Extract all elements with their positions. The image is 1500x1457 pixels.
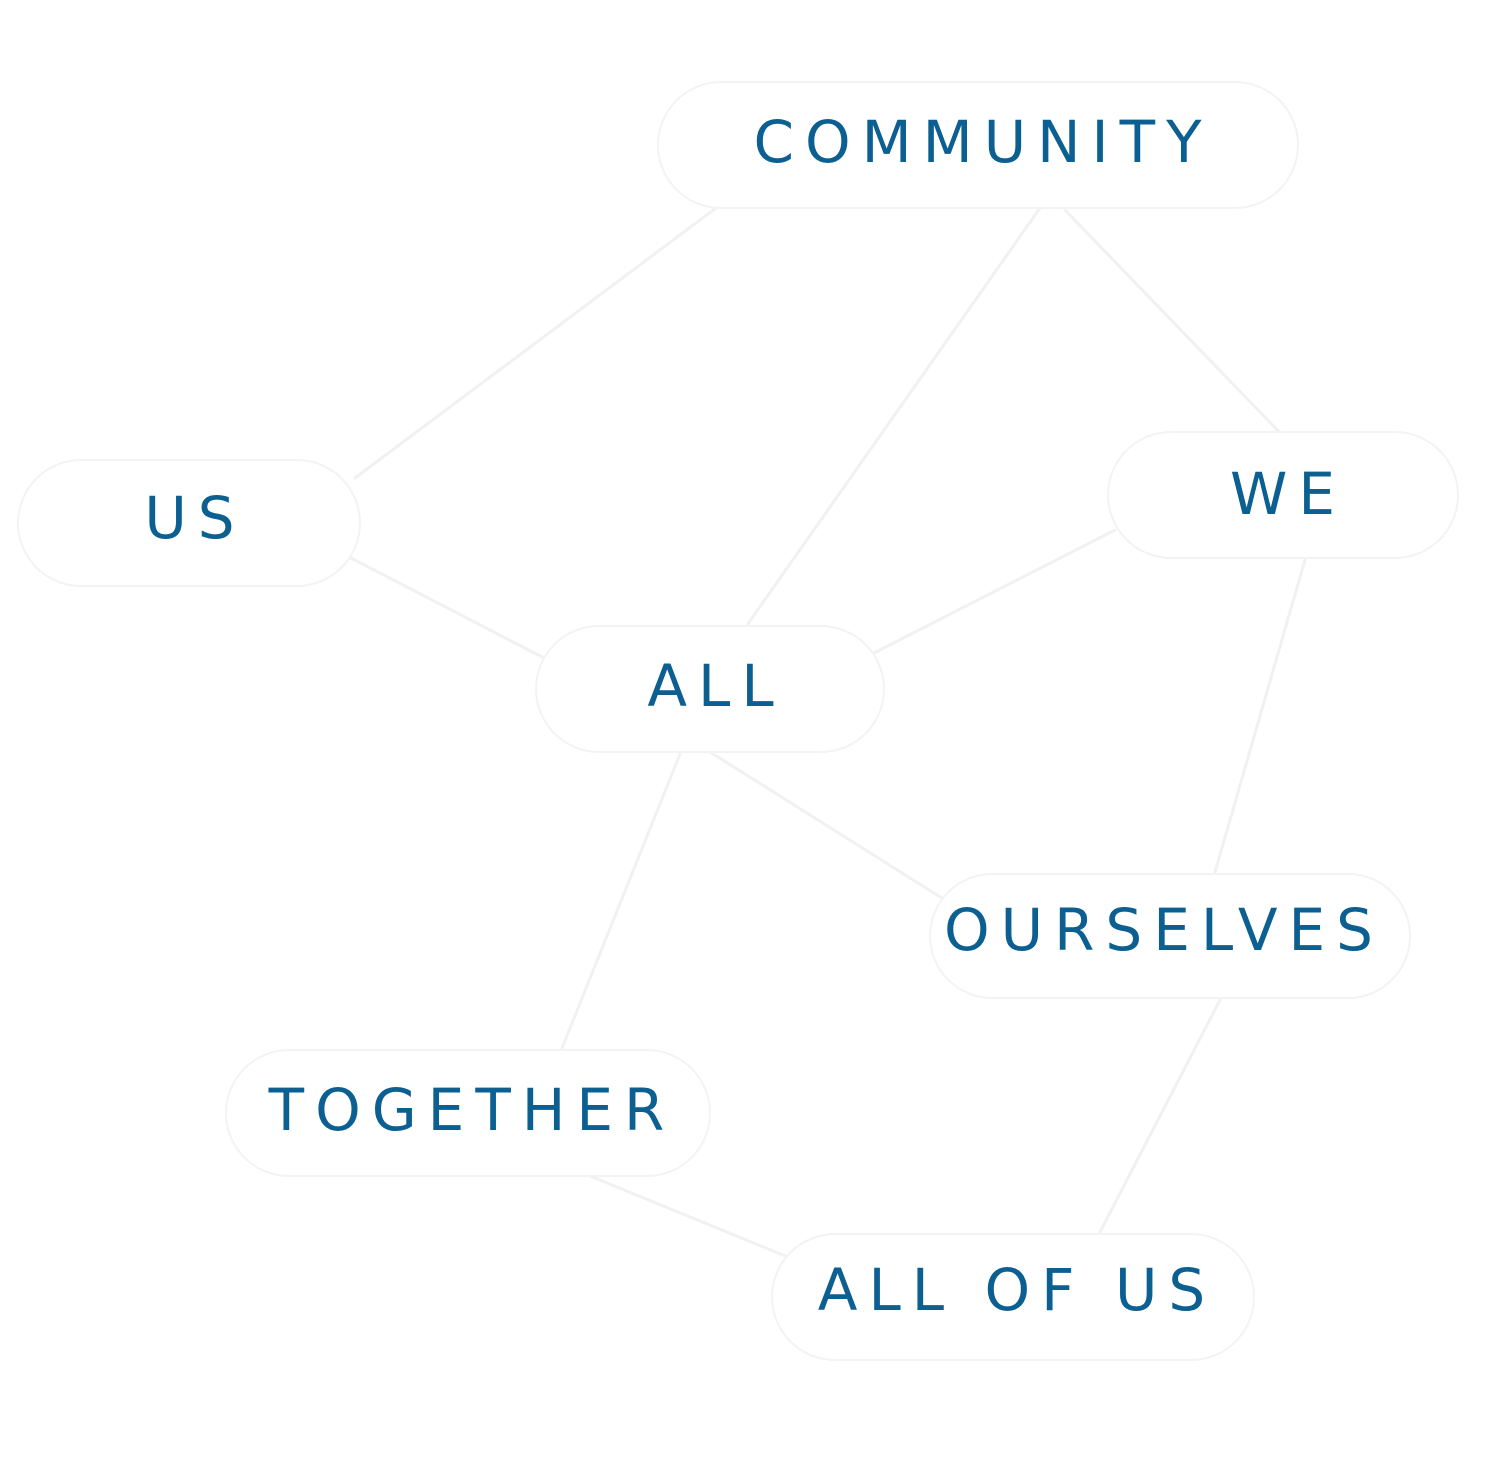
- node-us: US: [17, 459, 361, 587]
- edge-community-to-us: [353, 203, 722, 480]
- edge-community-to-we: [1063, 208, 1287, 440]
- edge-all-to-ourselves: [708, 750, 947, 902]
- node-all-of-us-label: ALL OF US: [818, 1256, 1216, 1324]
- node-community-outline: [657, 81, 1299, 209]
- node-all-of-us: ALL OF US: [771, 1233, 1255, 1361]
- node-community: COMMUNITY: [657, 81, 1299, 209]
- node-community-label: COMMUNITY: [753, 108, 1212, 176]
- node-together-outline: [225, 1049, 711, 1177]
- node-us-label: US: [144, 484, 245, 552]
- node-we-outline: [1107, 431, 1459, 559]
- edge-we-to-ourselves: [1213, 558, 1307, 874]
- edge-us-to-all: [343, 553, 550, 662]
- edge-we-to-all: [868, 528, 1117, 657]
- node-we: WE: [1107, 431, 1459, 559]
- node-ourselves-label: OURSELVES: [944, 896, 1384, 964]
- edge-all-to-together: [560, 752, 682, 1050]
- node-together-label: TOGETHER: [268, 1076, 676, 1144]
- node-all: ALL: [535, 625, 885, 753]
- edge-together-to-all-of-us: [588, 1174, 802, 1264]
- node-ourselves-outline: [929, 873, 1411, 999]
- node-all-outline: [535, 625, 885, 753]
- node-ourselves: OURSELVES: [929, 873, 1411, 999]
- node-all-of-us-outline: [771, 1233, 1255, 1361]
- edges-layer: [343, 203, 1307, 1264]
- edge-ourselves-to-all-of-us: [1098, 998, 1222, 1234]
- nodes-layer: COMMUNITY US WE ALL OURSELVES TOGETHER A…: [17, 81, 1459, 1361]
- node-us-outline: [17, 459, 361, 587]
- edge-community-to-all: [743, 206, 1042, 630]
- node-all-label: ALL: [647, 652, 784, 720]
- node-together: TOGETHER: [225, 1049, 711, 1177]
- node-we-label: WE: [1230, 460, 1346, 528]
